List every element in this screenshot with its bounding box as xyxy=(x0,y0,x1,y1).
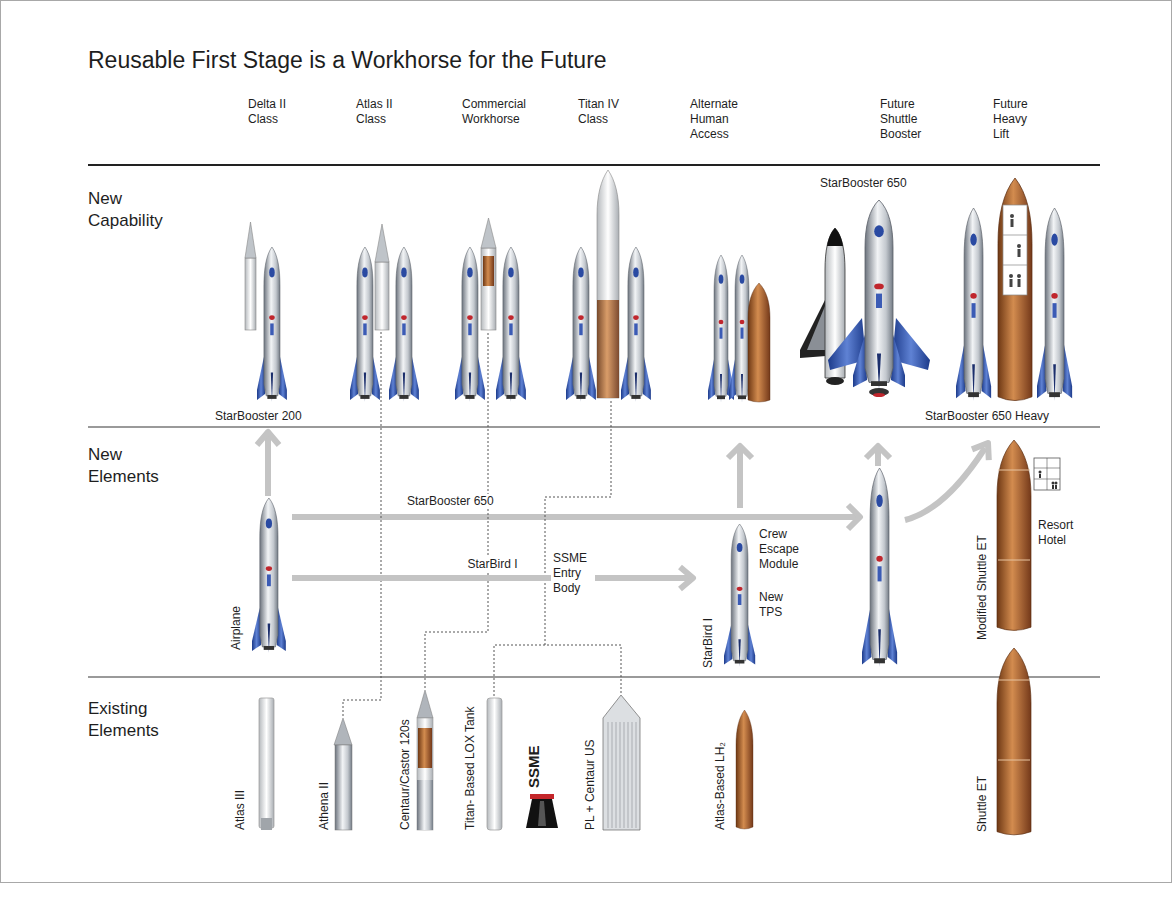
label-text: New Elements xyxy=(88,444,180,488)
element-label: Resort Hotel xyxy=(1038,518,1078,548)
vehicle-element: Atlas-Based LH₂ xyxy=(710,705,757,835)
element-label: Modified Shuttle ET xyxy=(975,535,990,640)
vehicle-element: Airplane xyxy=(226,496,292,660)
edge-label: StarBird I xyxy=(465,557,519,572)
element-label: Centaur/Castor 120s xyxy=(398,719,413,830)
element-label: StarBooster 650 xyxy=(820,176,907,191)
label-text: Atlas II Class xyxy=(356,97,404,127)
element-label: Shuttle ET xyxy=(975,776,990,832)
element-label: Titan- Based LOX Tank xyxy=(463,707,478,830)
label-text: Future Heavy Lift xyxy=(993,97,1039,142)
vehicle-element: Resort Hotel xyxy=(1030,455,1081,555)
label-text: Future Shuttle Booster xyxy=(880,97,926,142)
label-text: Existing Elements xyxy=(88,698,180,742)
label-text: Commercial Workhorse xyxy=(462,97,534,127)
diagram-title: Reusable First Stage is a Workhorse for … xyxy=(88,46,607,74)
element-label: New TPS xyxy=(759,590,791,620)
vehicle-element: Titan- Based LOX Tank xyxy=(460,694,505,835)
element-label: SSME xyxy=(525,745,543,788)
element-label: StarBird I xyxy=(701,618,716,668)
connector-arrow xyxy=(257,432,279,496)
arrow-head xyxy=(257,432,279,445)
element-label: Athena II xyxy=(317,782,332,830)
label-text: StarBooster 650 xyxy=(405,494,496,509)
vehicle-element: StarBooster 650 Heavy xyxy=(922,406,1052,427)
label-text: New Capability xyxy=(88,188,180,232)
vehicle-element: PL + Centaur US xyxy=(580,692,643,835)
vehicle-element: StarBird I Crew Escape ModuleNew TPS xyxy=(698,522,808,672)
vehicle-element: Athena II xyxy=(314,714,356,835)
label-text: Alternate Human Access xyxy=(690,97,744,142)
vehicle-element: Shuttle ET xyxy=(972,646,1033,840)
element-label: StarBooster 200 xyxy=(215,409,302,424)
vehicle-element: StarBooster 650 xyxy=(817,173,910,194)
element-label: Airplane xyxy=(229,606,244,650)
element-label: Crew Escape Module xyxy=(759,527,805,572)
vehicle-element: Modified Shuttle ET xyxy=(972,440,1033,643)
label-text: SSME Entry Body xyxy=(551,551,595,596)
vehicle-element: Atlas III xyxy=(230,695,280,835)
element-label: Atlas-Based LH₂ xyxy=(713,742,728,830)
element-label: StarBooster 650 Heavy xyxy=(925,409,1049,424)
vehicle-element: SSME xyxy=(522,738,562,832)
connector-line xyxy=(292,575,693,581)
vehicle-element: StarBooster 200 xyxy=(212,406,305,427)
connector-line xyxy=(265,432,271,496)
label-text: Delta II Class xyxy=(248,97,296,127)
element-label: Atlas III xyxy=(233,790,248,830)
arrow-head xyxy=(680,567,693,589)
element-label: PL + Centaur US xyxy=(583,739,598,830)
label-text: Titan IV Class xyxy=(578,97,626,127)
vehicle-element: Centaur/Castor 120s xyxy=(395,686,436,835)
